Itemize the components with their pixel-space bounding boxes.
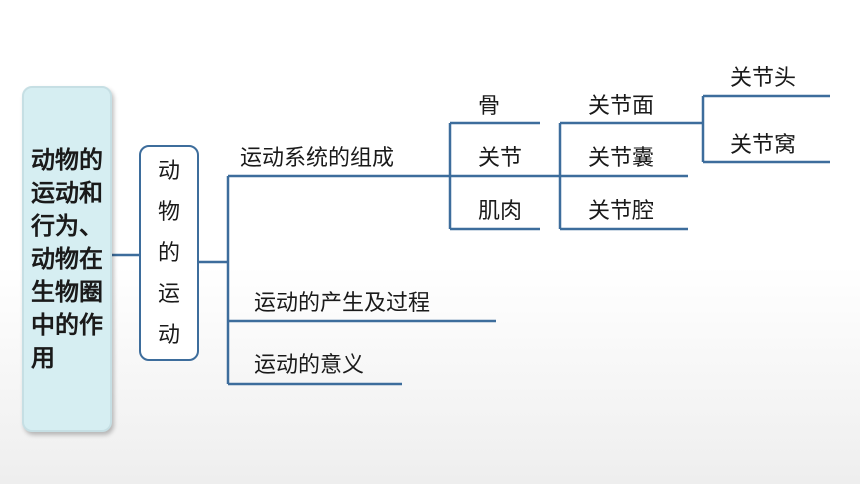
joint-label-cavity: 关节腔 [588, 199, 655, 224]
joint-label-surface: 关节面 [588, 94, 655, 119]
surface-label-socket: 关节窝 [730, 133, 797, 158]
branch-label-significance: 运动的意义 [254, 353, 365, 378]
joint-label-capsule: 关节囊 [588, 146, 655, 171]
branch-label-composition: 运动系统的组成 [240, 146, 395, 171]
branch-label-process: 运动的产生及过程 [254, 291, 431, 316]
component-label-joint: 关节 [478, 146, 523, 171]
sub-label: 动物的运动 [157, 158, 180, 348]
component-label-muscle: 肌肉 [478, 199, 523, 224]
root-label: 动物的运动和行为、动物在生物圈中的作用 [31, 145, 103, 372]
sub-node: 动物的运动 [139, 145, 199, 361]
surface-label-head: 关节头 [730, 66, 797, 91]
component-label-bone: 骨 [478, 94, 501, 119]
root-node: 动物的运动和行为、动物在生物圈中的作用 [22, 86, 112, 432]
